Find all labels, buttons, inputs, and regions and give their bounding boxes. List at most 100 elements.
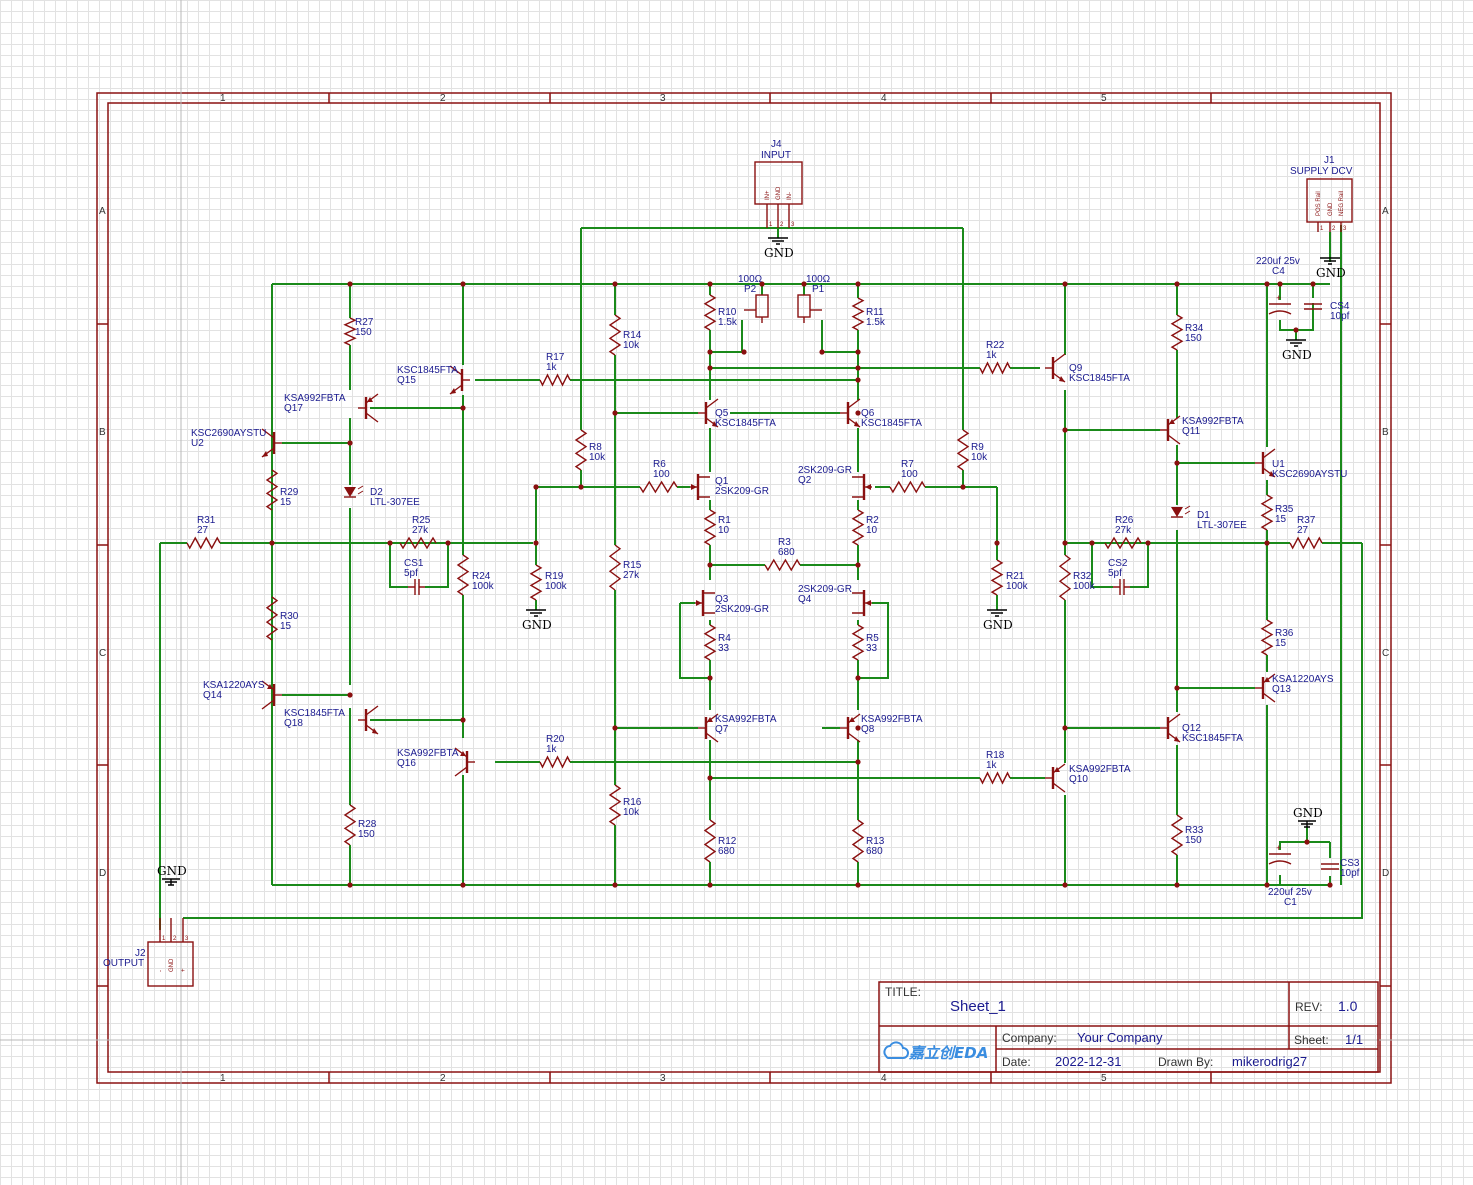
transistor-q12[interactable] [1160, 713, 1181, 743]
resistor-r2[interactable] [851, 509, 865, 546]
capacitor-value-c1: 220uf 25v [1268, 887, 1312, 898]
resistor-r36[interactable] [1260, 619, 1274, 656]
transistor-q7[interactable] [698, 713, 719, 743]
capacitor-c4[interactable]: + [1268, 293, 1292, 315]
resistor-ref-r16: R16 [623, 797, 642, 808]
capacitor-cs1[interactable] [408, 579, 425, 595]
transistor-q18[interactable] [358, 705, 379, 735]
zone-col-3-bottom: 3 [660, 1073, 666, 1084]
transistor-q17[interactable] [358, 393, 379, 423]
capacitor-cs2[interactable] [1113, 579, 1130, 595]
resistor-r29[interactable] [265, 469, 279, 511]
resistor-r11[interactable] [851, 297, 865, 331]
resistor-ref-r24: R24 [472, 571, 491, 582]
transistor-q16[interactable] [454, 747, 475, 777]
transistor-q13[interactable] [1255, 673, 1276, 703]
resistor-r4[interactable] [703, 624, 717, 661]
resistor-r17[interactable] [539, 373, 571, 387]
resistor-r12[interactable] [703, 819, 717, 863]
resistor-r30[interactable] [265, 596, 279, 641]
resistor-r18[interactable] [979, 771, 1011, 785]
transistor-q4[interactable] [852, 590, 872, 616]
resistor-r35[interactable] [1260, 494, 1274, 531]
resistor-r25[interactable] [399, 536, 437, 550]
transistor-q3[interactable] [695, 590, 715, 616]
resistor-r31[interactable] [186, 536, 221, 550]
transistor-ref-q5: Q5 [715, 408, 729, 419]
resistor-r27[interactable] [343, 317, 357, 346]
resistor-r14[interactable] [608, 314, 622, 356]
led-d1[interactable] [1171, 505, 1191, 518]
transistor-q15[interactable] [449, 365, 470, 395]
resistor-value-r13: 680 [866, 846, 883, 857]
capacitor-cs3[interactable] [1321, 863, 1339, 870]
pot-value-p2: 100Ω [738, 274, 763, 285]
resistor-r34[interactable] [1170, 314, 1184, 351]
connector-pin-num-j2-1: 1 [162, 936, 166, 942]
resistor-ref-r32: R32 [1073, 571, 1092, 582]
resistor-r21[interactable] [990, 559, 1004, 596]
transistor-q6[interactable] [840, 398, 861, 428]
transistor-q8[interactable] [840, 713, 861, 743]
svg-text:+: + [1276, 843, 1281, 853]
transistor-u1[interactable] [1255, 448, 1276, 478]
resistor-value-r4: 33 [718, 643, 730, 654]
resistor-value-r24: 100k [472, 581, 495, 592]
resistor-value-r14: 10k [623, 340, 640, 351]
resistor-r26[interactable] [1104, 536, 1142, 550]
resistor-value-r32: 100k [1073, 581, 1096, 592]
transistor-ref-q2: Q2 [798, 475, 812, 486]
resistor-r6[interactable] [639, 480, 678, 494]
resistor-r9[interactable] [956, 429, 970, 471]
resistor-r16[interactable] [608, 784, 622, 826]
gnd-symbol-j1 [1320, 257, 1340, 265]
transistor-q9[interactable] [1045, 353, 1066, 383]
resistor-ref-r6: R6 [653, 459, 666, 470]
transistor-part-q9: KSC1845FTA [1069, 373, 1130, 384]
resistor-r7[interactable] [889, 480, 926, 494]
pot-ref-p2: P2 [744, 284, 757, 295]
potentiometer-p2[interactable] [744, 294, 769, 323]
resistor-ref-r11: R11 [866, 307, 884, 318]
led-d2[interactable] [344, 485, 364, 498]
resistor-r28[interactable] [343, 804, 357, 846]
resistor-r15[interactable] [608, 544, 622, 591]
resistor-r19[interactable] [529, 564, 543, 601]
transistor-q11[interactable] [1160, 415, 1181, 445]
connector-ref-j4: J4 [771, 139, 782, 150]
resistor-r20[interactable] [539, 755, 571, 769]
resistor-r22[interactable] [979, 361, 1011, 375]
date-value: 2022-12-31 [1055, 1054, 1122, 1069]
transistor-q1[interactable] [690, 474, 710, 500]
led-part-d1: LTL-307EE [1197, 520, 1247, 531]
capacitor-cs4[interactable] [1304, 303, 1322, 310]
resistor-r37[interactable] [1289, 536, 1323, 550]
resistor-value-r37: 27 [1297, 525, 1309, 536]
resistor-r13[interactable] [851, 819, 865, 863]
resistor-ref-r5: R5 [866, 633, 879, 644]
gnd-label-c4: GND [1282, 348, 1312, 362]
transistor-ref-q14: Q14 [203, 690, 222, 701]
resistor-r1[interactable] [703, 509, 717, 546]
transistor-u2[interactable] [261, 428, 282, 458]
resistor-r10[interactable] [703, 294, 717, 331]
transistor-q10[interactable] [1045, 763, 1066, 793]
resistor-r3[interactable] [764, 558, 801, 572]
transistor-q14[interactable] [261, 680, 282, 710]
transistor-q2[interactable] [852, 474, 872, 500]
led-part-d2: LTL-307EE [370, 497, 420, 508]
resistor-r32[interactable] [1058, 554, 1072, 601]
transistor-q5[interactable] [698, 398, 719, 428]
svg-text:+: + [1276, 293, 1281, 303]
potentiometer-p1[interactable] [797, 294, 822, 323]
zone-row-a-left: A [99, 206, 106, 217]
resistor-r8[interactable] [574, 429, 588, 471]
resistor-r24[interactable] [456, 554, 470, 596]
rev-value: 1.0 [1338, 998, 1358, 1014]
resistor-r33[interactable] [1170, 814, 1184, 856]
capacitor-c1[interactable]: + [1268, 843, 1292, 865]
resistor-r5[interactable] [851, 624, 865, 661]
